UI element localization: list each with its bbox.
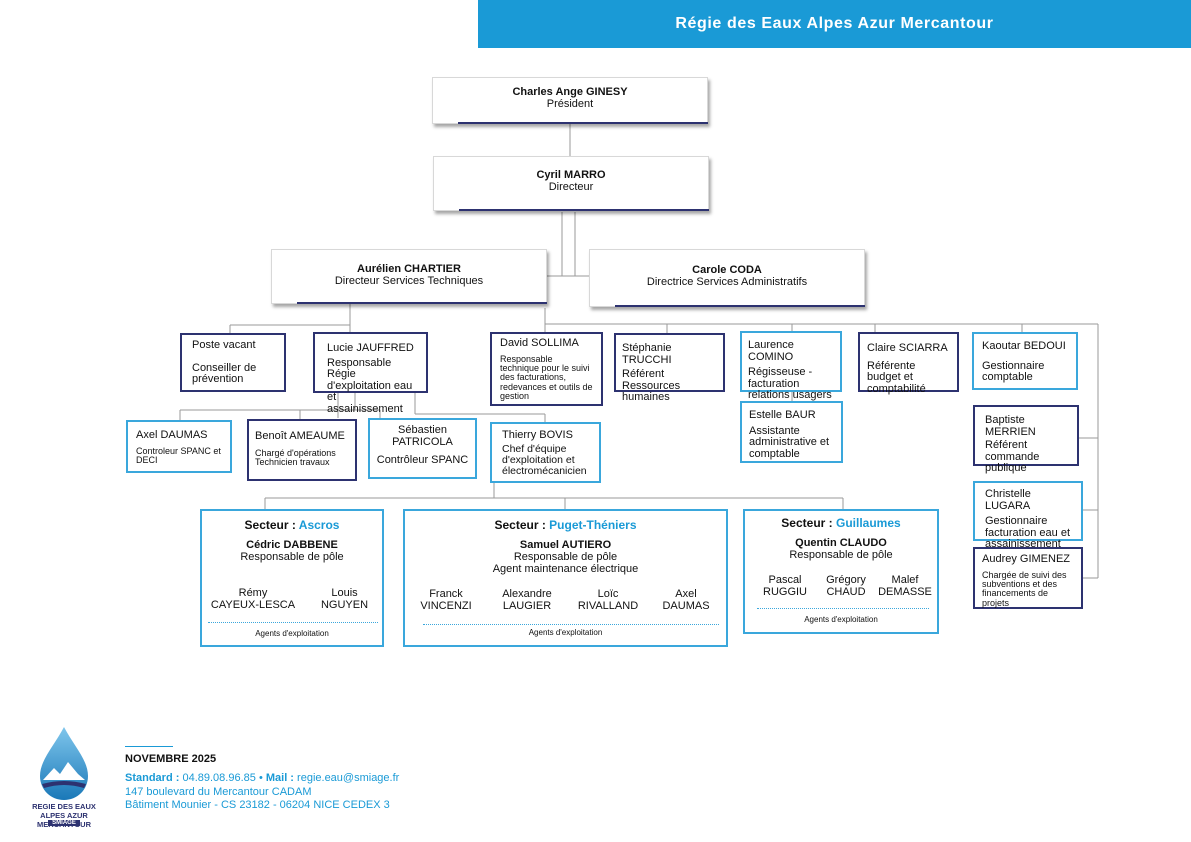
jauffred-box: Lucie JAUFFRED Responsable Régie d'explo… xyxy=(313,332,428,414)
prevention-box: Poste vacant Conseiller de prévention xyxy=(180,333,286,392)
bedoui-role: Gestionnaire comptable xyxy=(982,359,1045,384)
logo-line3: SMIAGE xyxy=(14,820,114,826)
footer-contact: NOVEMBRE 2025 Standard : 04.89.08.96.85 … xyxy=(125,746,399,813)
sector-puget-theniers: Secteur : Puget-Théniers Samuel AUTIERO … xyxy=(403,509,728,647)
mail-label: Mail : xyxy=(265,771,294,784)
trucchi-box: Stéphanie TRUCCHI Référent Ressources hu… xyxy=(614,333,725,403)
prevention-name: Poste vacant xyxy=(192,339,256,351)
patricola-name: Sébastien PATRICOLA xyxy=(392,424,453,448)
gimenez-name: Audrey GIMENEZ xyxy=(982,553,1071,565)
sector-puget-theniers-agents-label: Agents d'exploitation xyxy=(528,628,603,637)
bedoui-box: Kaoutar BEDOUI Gestionnaire comptable xyxy=(972,332,1078,390)
director-name: Cyril MARRO xyxy=(536,169,606,181)
jauffred-role: Responsable Régie d'exploitation eau et … xyxy=(327,356,413,415)
comino-name: Laurence COMINO xyxy=(748,339,794,363)
sector-guillaumes-title: Secteur : Guillaumes xyxy=(781,516,901,530)
footer-date: NOVEMBRE 2025 xyxy=(125,753,217,765)
bovis-role: Chef d'équipe d'exploitation et électrom… xyxy=(502,442,587,477)
bovis-name: Thierry BOVIS xyxy=(502,429,573,441)
gimenez-box: Audrey GIMENEZ Chargée de suivi des subv… xyxy=(973,547,1083,609)
president-box: Charles Ange GINESY Président xyxy=(432,77,708,124)
admin-director-role: Directrice Services Administratifs xyxy=(646,275,808,288)
sector-puget-theniers-lead: Samuel AUTIERO xyxy=(519,539,612,551)
address-line2: Bâtiment Mounier - CS 23182 - 06204 NICE… xyxy=(125,799,390,812)
president-role: Président xyxy=(546,97,594,110)
jauffred-name: Lucie JAUFFRED xyxy=(327,342,414,354)
sector-ascros-agents-label: Agents d'exploitation xyxy=(255,629,329,638)
sector-guillaumes-lead-role: Responsable de pôle xyxy=(789,549,893,561)
phone-number[interactable]: 04.89.08.96.85 xyxy=(182,771,256,784)
sector-ascros-title: Secteur : Ascros xyxy=(244,518,340,532)
director-role: Directeur xyxy=(548,180,594,193)
page-title: Régie des Eaux Alpes Azur Mercantour xyxy=(675,15,994,32)
regie-logo: REGIE DES EAUX ALPES AZUR MERCANTOUR SMI… xyxy=(14,724,114,834)
comino-box: Laurence COMINO Régisseuse - facturation… xyxy=(740,331,842,401)
merrien-box: Baptiste MERRIEN Référent commande publi… xyxy=(973,405,1079,474)
sector-ascros: Secteur : Ascros Cédric DABBENE Responsa… xyxy=(200,509,384,647)
prevention-role: Conseiller de prévention xyxy=(192,361,257,386)
sciarra-name: Claire SCIARRA xyxy=(867,342,948,354)
technical-director-box: Aurélien CHARTIER Directeur Services Tec… xyxy=(271,249,547,304)
president-name: Charles Ange GINESY xyxy=(512,86,628,98)
sector-puget-theniers-lead-role2: Agent maintenance électrique xyxy=(492,563,639,575)
lugara-box: Christelle LUGARA Gestionnaire facturati… xyxy=(973,481,1083,550)
baur-name: Estelle BAUR xyxy=(749,409,816,421)
comino-role: Régisseuse - facturation relations usage… xyxy=(748,366,832,402)
email-link[interactable]: regie.eau@smiage.fr xyxy=(297,771,400,784)
patricola-box: Sébastien PATRICOLA Contrôleur SPANC xyxy=(368,418,477,479)
sector-guillaumes-lead: Quentin CLAUDO xyxy=(795,537,887,549)
daumas-spanc-box: Axel DAUMAS Controleur SPANC et DECI xyxy=(126,420,232,473)
technical-director-role: Directeur Services Techniques xyxy=(334,274,484,287)
admin-director-name: Carole CODA xyxy=(692,264,762,276)
baur-role: Assistante administrative et comptable xyxy=(749,424,830,460)
daumas-spanc-name: Axel DAUMAS xyxy=(136,429,208,441)
sector-puget-theniers-title: Secteur : Puget-Théniers xyxy=(494,518,637,532)
sector-guillaumes: Secteur : Guillaumes Quentin CLAUDO Resp… xyxy=(743,509,939,634)
ameaume-box: Benoît AMEAUME Chargé d'opérations Techn… xyxy=(247,419,357,481)
technical-director-name: Aurélien CHARTIER xyxy=(357,263,461,275)
merrien-role: Référent commande publique xyxy=(985,439,1040,475)
trucchi-role: Référent Ressources humaines xyxy=(622,368,681,404)
sciarra-role: Référente budget et comptabilité xyxy=(867,359,926,395)
header-banner: Régie des Eaux Alpes Azur Mercantour xyxy=(478,0,1191,48)
daumas-spanc-role: Controleur SPANC et DECI xyxy=(136,445,221,465)
gimenez-role: Chargée de suivi des subventions et des … xyxy=(982,569,1067,608)
trucchi-name: Stéphanie TRUCCHI xyxy=(622,342,672,366)
sector-guillaumes-agents-label: Agents d'exploitation xyxy=(804,615,878,624)
sollima-box: David SOLLIMA Responsable technique pour… xyxy=(490,332,603,406)
standard-label: Standard : xyxy=(125,771,180,784)
ameaume-name: Benoît AMEAUME xyxy=(255,430,345,442)
ameaume-role: Chargé d'opérations Technicien travaux xyxy=(255,447,336,467)
sector-ascros-lead-role: Responsable de pôle xyxy=(240,551,344,563)
sollima-name: David SOLLIMA xyxy=(500,337,579,349)
merrien-name: Baptiste MERRIEN xyxy=(985,414,1036,438)
sector-puget-theniers-lead-role: Responsable de pôle xyxy=(513,551,618,563)
bedoui-name: Kaoutar BEDOUI xyxy=(982,340,1066,352)
lugara-name: Christelle LUGARA xyxy=(985,488,1031,512)
baur-box: Estelle BAUR Assistante administrative e… xyxy=(740,401,843,463)
lugara-role: Gestionnaire facturation eau et assainis… xyxy=(985,515,1071,551)
sector-ascros-lead: Cédric DABBENE xyxy=(246,539,338,551)
water-drop-icon xyxy=(40,727,88,800)
sciarra-box: Claire SCIARRA Référente budget et compt… xyxy=(858,332,959,394)
bovis-box: Thierry BOVIS Chef d'équipe d'exploitati… xyxy=(490,422,601,483)
admin-director-box: Carole CODA Directrice Services Administ… xyxy=(589,249,865,307)
director-box: Cyril MARRO Directeur xyxy=(433,156,709,211)
address-line1: 147 boulevard du Mercantour CADAM xyxy=(125,785,312,798)
patricola-role: Contrôleur SPANC xyxy=(376,454,469,467)
logo-line1: REGIE DES EAUX xyxy=(32,802,96,811)
sollima-role: Responsable technique pour le suivi des … xyxy=(500,353,593,402)
